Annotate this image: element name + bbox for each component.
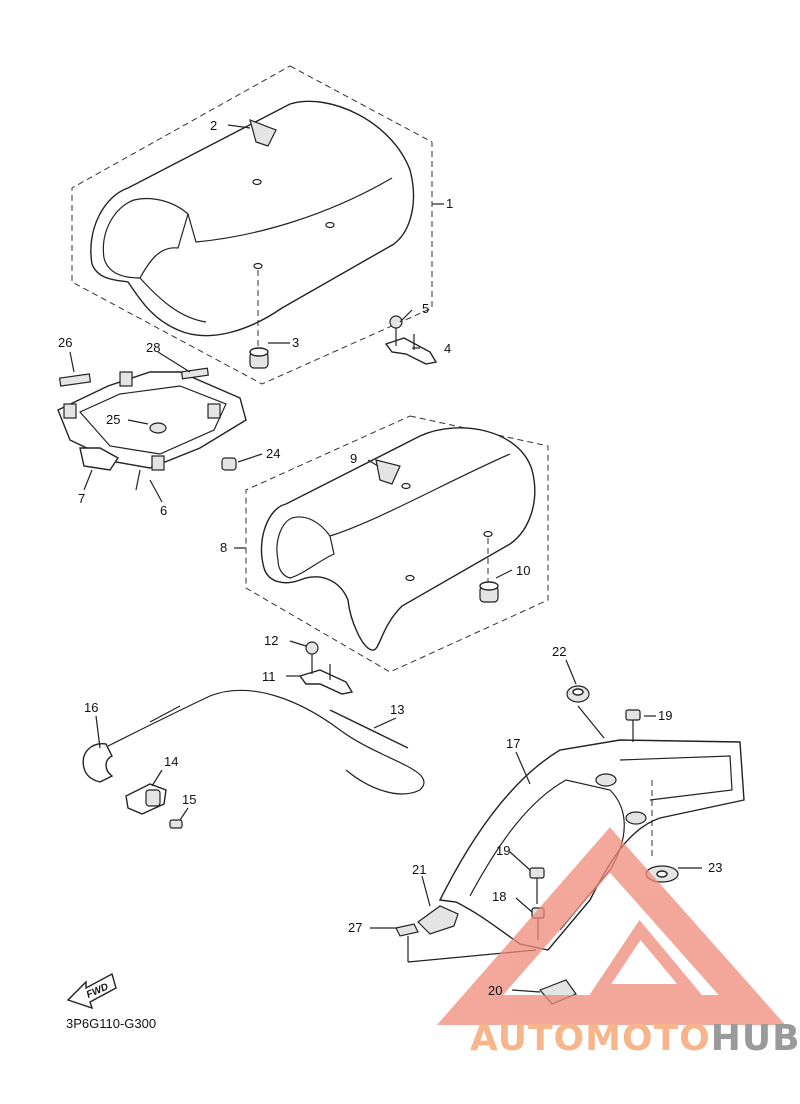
callout-27: 27 (348, 920, 362, 935)
part-14-seat-lock (125, 783, 167, 815)
callout-10: 10 (516, 563, 530, 578)
callout-9: 9 (350, 451, 357, 466)
part-10-damper (479, 581, 499, 603)
callout-16: 16 (84, 700, 98, 715)
callout-6: 6 (160, 503, 167, 518)
part-4-bracket (384, 315, 438, 365)
callout-4: 4 (444, 341, 451, 356)
front-seat-group-frame (71, 65, 433, 385)
callout-24: 24 (266, 446, 280, 461)
part-17-rear-carrier (438, 739, 745, 951)
part-26-label-strip (58, 373, 92, 387)
rear-seat-group-frame (245, 415, 549, 673)
callout-20: 20 (488, 983, 502, 998)
callout-7: 7 (78, 491, 85, 506)
callout-19-lower: 19 (496, 843, 510, 858)
callout-5: 5 (422, 301, 429, 316)
forward-direction-arrow: FWD (66, 972, 117, 1010)
watermark-logo-triangle (436, 827, 786, 1025)
callout-14: 14 (164, 754, 178, 769)
callout-15: 15 (182, 792, 196, 807)
rear-seat (260, 427, 536, 651)
part-16-latch-plate (82, 743, 114, 783)
part-9-tag (375, 459, 401, 485)
callout-21: 21 (412, 862, 426, 877)
diagram-code: 3P6G110-G300 (66, 1016, 157, 1031)
watermark-text-secondary: HUB (710, 1018, 800, 1059)
callout-17: 17 (506, 736, 520, 751)
callout-18: 18 (492, 889, 506, 904)
part-13-seat-lock-cable (107, 689, 425, 795)
part-3-damper (249, 347, 269, 369)
part-19-bolt-lower (529, 867, 545, 904)
part-19-bolt-upper (625, 709, 641, 742)
callout-11: 11 (262, 669, 276, 684)
callout-25: 25 (106, 412, 120, 427)
callout-28: 28 (146, 340, 160, 355)
part-24-grommet (221, 457, 237, 471)
callout-22: 22 (552, 644, 566, 659)
watermark-text: AUTOMOTOHUB (470, 1018, 800, 1059)
callout-2: 2 (210, 118, 217, 133)
callout-labels: 1 2 3 4 5 6 7 8 9 10 11 12 13 14 15 16 1… (58, 118, 722, 998)
watermark-text-primary: AUTOMOTO (470, 1018, 711, 1059)
part-2-tag (249, 119, 277, 147)
callout-26: 26 (58, 335, 72, 350)
callout-3: 3 (292, 335, 299, 350)
seat-base-frame (57, 371, 247, 491)
callout-13: 13 (390, 702, 404, 717)
callout-1: 1 (446, 196, 453, 211)
leader-lines (69, 124, 702, 993)
part-21-cushion (417, 905, 459, 935)
front-seat (90, 100, 415, 350)
callout-8: 8 (220, 540, 227, 555)
part-15-screw (169, 819, 183, 829)
part-11-bracket (298, 641, 354, 695)
callout-12: 12 (264, 633, 278, 648)
callout-19-upper: 19 (658, 708, 672, 723)
callout-23: 23 (708, 860, 722, 875)
part-28-label-strip (180, 367, 209, 380)
part-22-grommet (566, 685, 605, 739)
